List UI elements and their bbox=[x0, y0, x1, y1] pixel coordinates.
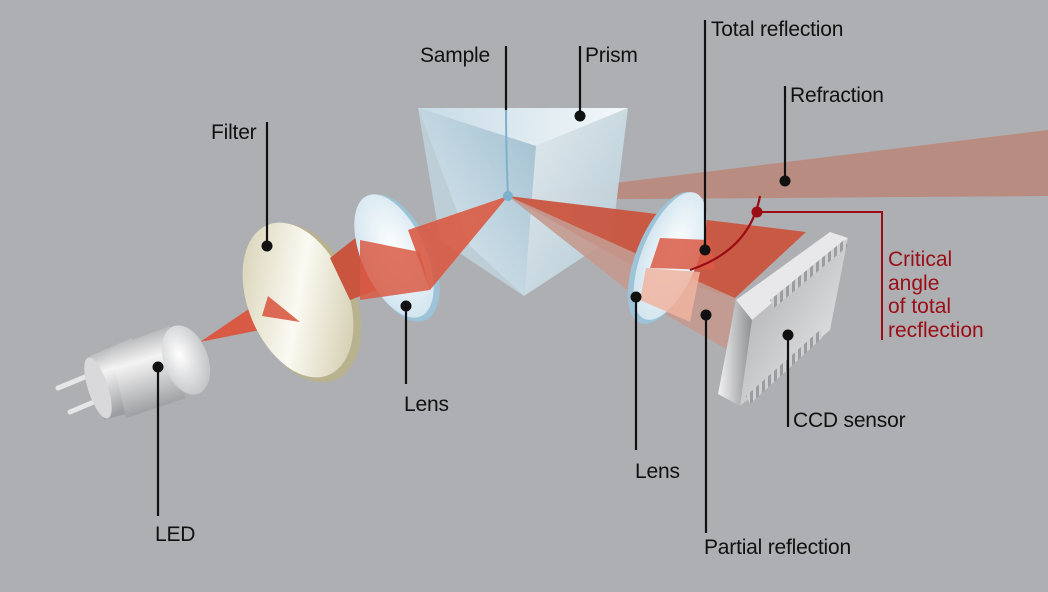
critical-angle-line-4: recflection bbox=[888, 318, 984, 342]
led-label: LED bbox=[155, 523, 196, 546]
sample-rod bbox=[505, 107, 509, 197]
led bbox=[55, 325, 211, 420]
critical-angle-leader bbox=[757, 211, 883, 340]
filter-label: Filter bbox=[211, 121, 257, 144]
lens-right-label: Lens bbox=[635, 460, 680, 483]
filter-beam-spot bbox=[262, 296, 300, 322]
partial-reflection-label: Partial reflection bbox=[704, 536, 851, 559]
critical-angle-line-2: angle bbox=[888, 271, 940, 295]
total-reflection-label: Total reflection bbox=[711, 18, 844, 41]
refraction-beam bbox=[508, 130, 1048, 200]
led-marker-dot bbox=[152, 361, 164, 373]
partial-reflection-marker-dot bbox=[700, 309, 712, 321]
critical-angle-line-3: of total bbox=[888, 295, 952, 318]
sample-point bbox=[503, 191, 513, 201]
critical-angle-label: Critical angle of total recflection bbox=[888, 248, 984, 342]
prism-marker-dot bbox=[574, 110, 586, 122]
lens-right-beam-partial bbox=[640, 268, 700, 322]
ccd-sensor-label: CCD sensor bbox=[793, 409, 906, 432]
sample-label: Sample bbox=[420, 44, 491, 67]
lens-left-marker-dot bbox=[400, 300, 412, 312]
prism-label: Prism bbox=[585, 44, 638, 67]
refraction-marker-dot bbox=[779, 175, 791, 187]
ccd-marker-dot bbox=[782, 329, 794, 341]
critical-angle-line-1: Critical bbox=[888, 248, 953, 271]
lens-left-beam bbox=[360, 240, 430, 300]
incident-beam bbox=[408, 196, 508, 290]
lens-left-label: Lens bbox=[404, 393, 449, 416]
total-reflection-marker-dot bbox=[699, 244, 711, 256]
refraction-label: Refraction bbox=[790, 84, 884, 107]
filter-marker-dot bbox=[261, 240, 273, 252]
lens-right-beam-total bbox=[650, 238, 715, 270]
ccd-sensor bbox=[718, 232, 848, 406]
lens-right-marker-dot bbox=[630, 291, 642, 303]
